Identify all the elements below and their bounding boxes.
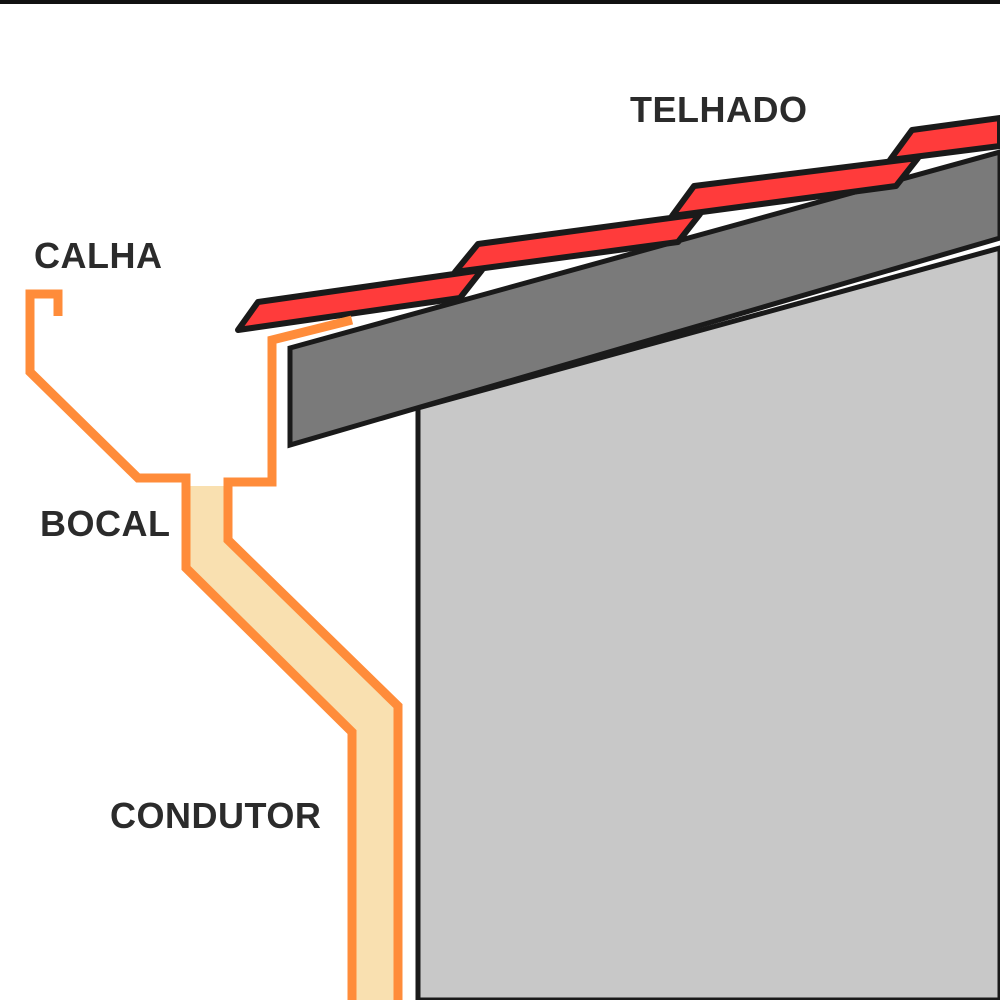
- label-telhado: TELHADO: [630, 89, 808, 130]
- label-calha: CALHA: [34, 235, 163, 276]
- downpipe-fill: [186, 486, 398, 1000]
- roof-tile: [887, 115, 1000, 163]
- label-bocal: BOCAL: [40, 503, 171, 544]
- wall: [415, 245, 1000, 1000]
- label-condutor: CONDUTOR: [110, 795, 322, 836]
- downpipe-outline: [223, 315, 403, 1000]
- top-border: [0, 0, 1000, 4]
- gutter-outline: [25, 289, 357, 1000]
- fascia-board: [287, 149, 1000, 449]
- roof-tiles: [235, 115, 1000, 333]
